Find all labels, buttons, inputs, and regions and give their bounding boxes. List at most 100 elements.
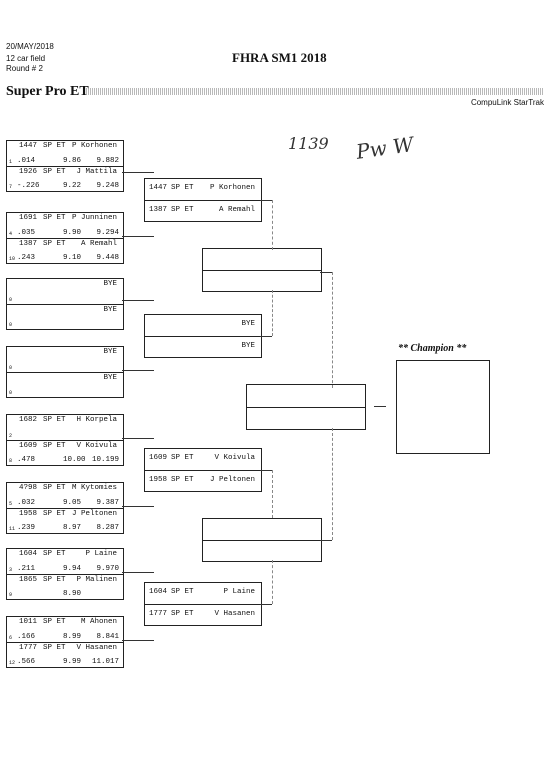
car-number: 1011 [19, 618, 38, 626]
driver-name: BYE [103, 306, 117, 314]
class-code: SP ET [171, 476, 194, 484]
dial-in: 10.00 [63, 456, 86, 464]
connector-line [320, 272, 332, 273]
car-number: 1387 [19, 240, 38, 248]
round3-slot [203, 249, 321, 270]
driver-name: BYE [241, 320, 255, 328]
seed-number: 6 [9, 635, 13, 641]
seed-number: 1 [9, 159, 13, 165]
dial-in: 9.10 [63, 254, 82, 262]
connector-dash [332, 272, 333, 388]
class-code: SP ET [43, 484, 66, 492]
connector-dash [272, 470, 273, 518]
final-match [246, 384, 366, 430]
handwritten-initials: Pw W [354, 132, 415, 164]
car-number: 1604 [19, 550, 38, 558]
reaction-time: -.226 [17, 182, 40, 190]
reaction-time: .014 [17, 157, 36, 165]
elapsed-time: 9.387 [96, 499, 119, 507]
reaction-time: .166 [17, 633, 36, 641]
car-number: 1604 [149, 588, 168, 596]
driver-name: V Hasanen [76, 644, 117, 652]
final-slot [247, 385, 365, 407]
class-code: SP ET [171, 610, 194, 618]
seed-number: 10 [9, 256, 16, 262]
elapsed-time: 9.448 [96, 254, 119, 262]
class-code: SP ET [43, 510, 66, 518]
reaction-time: .243 [17, 254, 36, 262]
seed-number: 0 [9, 365, 13, 371]
class-code: SP ET [43, 168, 66, 176]
class-code: SP ET [43, 576, 66, 584]
class-title: Super Pro ET [6, 84, 89, 99]
car-number: 1926 [19, 168, 38, 176]
car-number: 1609 [149, 454, 168, 462]
champion-box [396, 360, 490, 454]
class-code: SP ET [43, 442, 66, 450]
elapsed-time: 9.248 [96, 182, 119, 190]
champion-label: ** Champion ** [398, 343, 467, 354]
elapsed-time: 11.017 [91, 658, 119, 666]
race-date: 20/MAY/2018 [6, 42, 54, 51]
elapsed-time: 8.841 [96, 633, 119, 641]
connector-line [122, 572, 154, 573]
connector-line [260, 470, 272, 471]
seed-number: 0 [9, 390, 13, 396]
connector-line [122, 506, 154, 507]
driver-name: BYE [103, 374, 117, 382]
elapsed-time: 8.287 [96, 524, 119, 532]
driver-name: P Laine [223, 588, 255, 596]
header-rule [86, 88, 544, 95]
connector-line [260, 604, 272, 605]
seed-number: 9 [9, 592, 13, 598]
reaction-time: .035 [17, 229, 36, 237]
car-number: 1609 [19, 442, 38, 450]
connector-line [260, 336, 272, 337]
round3-match-2 [202, 518, 322, 562]
event-title: FHRA SM1 2018 [232, 50, 327, 65]
connector-dash [272, 290, 273, 336]
car-number: 4?98 [19, 484, 38, 492]
driver-name: J Peltonen [71, 510, 117, 518]
car-number: 1958 [19, 510, 38, 518]
car-number: 1777 [149, 610, 168, 618]
handwritten-time: 1139 [288, 134, 329, 153]
class-code: SP ET [43, 618, 66, 626]
class-code: SP ET [171, 184, 194, 192]
driver-name: M Ahonen [80, 618, 117, 626]
connector-line [122, 172, 154, 173]
connector-line [260, 200, 272, 201]
round3-match-1 [202, 248, 322, 292]
round2-match: BYE BYE [144, 314, 262, 358]
dial-in: 8.99 [63, 633, 82, 641]
seed-number: 3 [9, 567, 13, 573]
dial-in: 9.86 [63, 157, 82, 165]
dial-in: 9.22 [63, 182, 82, 190]
car-number: 1865 [19, 576, 38, 584]
elapsed-time: 9.294 [96, 229, 119, 237]
driver-name: BYE [103, 280, 117, 288]
driver-name: P Laine [85, 550, 117, 558]
driver-name: BYE [241, 342, 255, 350]
seed-number: 0 [9, 297, 13, 303]
dial-in: 9.90 [63, 229, 82, 237]
driver-name: V Hasanen [214, 610, 255, 618]
driver-name: J Peltonen [209, 476, 255, 484]
seed-number: 8 [9, 458, 13, 464]
